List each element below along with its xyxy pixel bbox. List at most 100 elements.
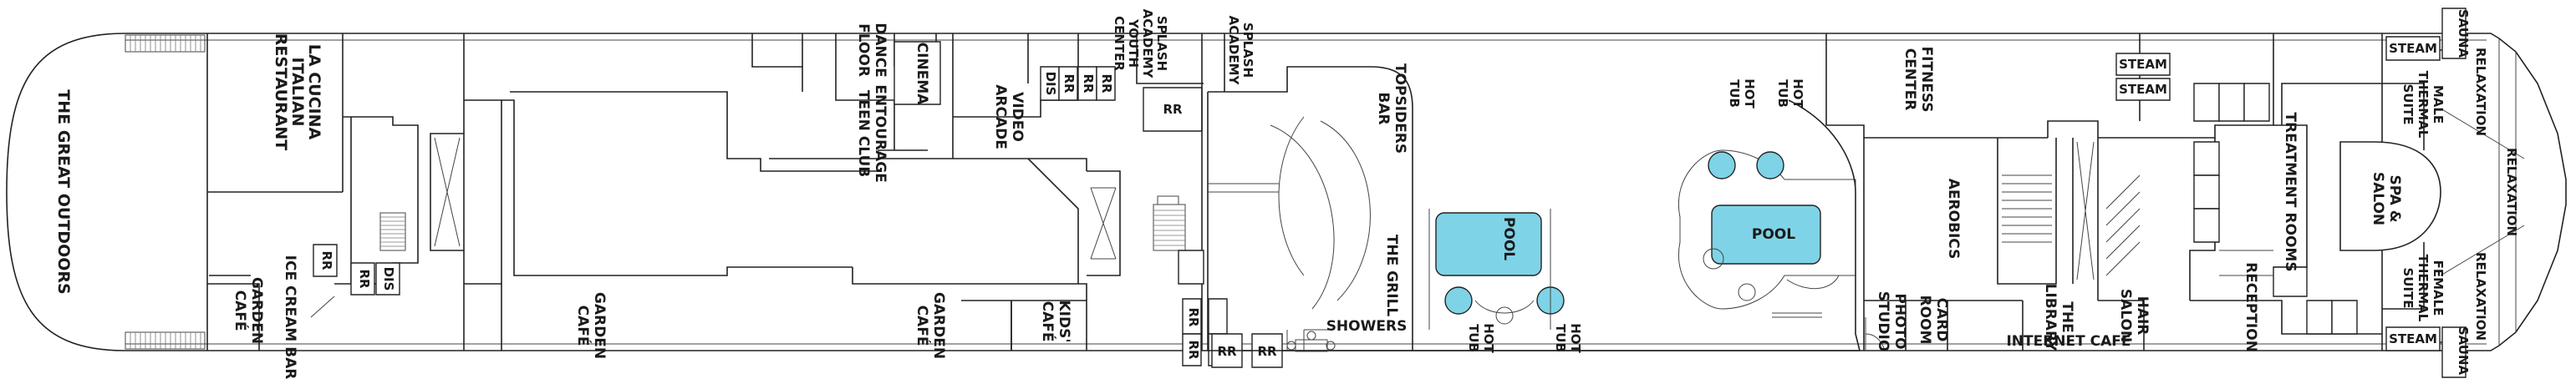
aft-stairs bbox=[380, 213, 405, 250]
label-rr-showers-2: RR bbox=[1257, 344, 1277, 359]
label-hot-tub-fwd-2b: TUB bbox=[1775, 79, 1790, 108]
label-entourage-1: ENTOURAGE bbox=[872, 84, 888, 183]
label-splash-academy-2: ACADEMY bbox=[1226, 16, 1241, 86]
label-kids-cafe-1: KIDS' bbox=[1056, 300, 1072, 342]
label-hot-tub-aft-1a: HOT bbox=[1481, 323, 1496, 353]
label-library-1: THE bbox=[2059, 301, 2075, 332]
label-female-suite-3: SUITE bbox=[2400, 267, 2416, 308]
treatment-rooms bbox=[2194, 83, 2357, 334]
label-splash-academy-1: SPLASH bbox=[1240, 23, 1255, 78]
label-steam-4: STEAM bbox=[2389, 331, 2437, 346]
label-card-room-1: CARD bbox=[1933, 298, 1950, 342]
mid-stairs bbox=[1153, 196, 1204, 284]
label-rr-grill-1: RR bbox=[1186, 307, 1201, 327]
labels: THE GREAT OUTDOORS LA CUCINA ITALIAN RES… bbox=[54, 9, 2519, 380]
label-garden-cafe-mid-1: GARDEN bbox=[591, 292, 608, 359]
label-card-room-2: ROOM bbox=[1917, 296, 1933, 345]
label-rr-icecream: RR bbox=[319, 250, 334, 270]
label-hot-tub-aft-2a: HOT bbox=[1568, 323, 1583, 353]
label-steam-1: STEAM bbox=[2119, 57, 2167, 72]
label-male-suite-1: MALE bbox=[2431, 85, 2446, 124]
label-rr-garden-1: RR bbox=[357, 269, 372, 289]
label-topsiders-2: BAR bbox=[1375, 92, 1392, 124]
label-garden-cafe-right-1: GARDEN bbox=[930, 292, 947, 359]
label-splash-youth-1: SPLASH bbox=[1154, 16, 1169, 71]
label-hot-tub-fwd-1a: HOT bbox=[1742, 78, 1757, 109]
aft-pool bbox=[1429, 209, 1564, 330]
label-the-grill: THE GRILL bbox=[1383, 235, 1400, 317]
label-photo-studio-1: PHOTO bbox=[1891, 293, 1908, 349]
youth-area-walls bbox=[802, 33, 1224, 351]
label-rr-youth-4: RR bbox=[1163, 102, 1183, 117]
label-hot-tub-fwd-2a: HOT bbox=[1790, 78, 1805, 109]
label-dis-garden: DIS bbox=[381, 267, 396, 291]
label-hot-tub-aft-1b: TUB bbox=[1466, 324, 1481, 352]
label-male-suite-2: THERMAL bbox=[2416, 71, 2431, 139]
label-pool-fwd: POOL bbox=[1752, 226, 1795, 243]
aft-restrooms bbox=[313, 245, 400, 295]
mid-restrooms bbox=[1183, 299, 1282, 367]
label-treatment-rooms: TREATMENT ROOMS bbox=[2282, 112, 2299, 271]
label-dis-youth: DIS bbox=[1043, 72, 1058, 96]
label-photo-studio-2: STUDIO bbox=[1875, 291, 1891, 352]
label-fitness-2: CENTER bbox=[1901, 48, 1918, 111]
label-female-suite-2: THERMAL bbox=[2416, 255, 2431, 322]
label-internet-cafe: INTERNET CAFÉ bbox=[2006, 331, 2131, 350]
label-great-outdoors: THE GREAT OUTDOORS bbox=[54, 89, 73, 294]
label-rr-youth-2: RR bbox=[1081, 73, 1096, 93]
label-splash-youth-4: CENTER bbox=[1112, 16, 1127, 71]
label-reception: RECEPTION bbox=[2243, 262, 2259, 352]
label-rr-youth-1: RR bbox=[1061, 73, 1077, 93]
label-splash-youth-3: YOUTH bbox=[1126, 18, 1141, 68]
label-video-arcade-2: ARCADE bbox=[992, 84, 1009, 149]
label-steam-2: STEAM bbox=[2119, 82, 2167, 97]
label-pool-aft: POOL bbox=[1500, 217, 1517, 260]
label-rr-showers-1: RR bbox=[1217, 344, 1237, 359]
label-sauna-top: SAUNA bbox=[2456, 9, 2471, 58]
label-steam-3: STEAM bbox=[2389, 41, 2437, 56]
label-aerobics: AEROBICS bbox=[1945, 179, 1962, 260]
label-relaxation-bot: RELAXATION bbox=[2473, 252, 2488, 341]
label-hot-tub-fwd-1b: TUB bbox=[1727, 79, 1742, 108]
label-topsiders-1: TOPSIDERS bbox=[1392, 63, 1408, 154]
label-rr-grill-2: RR bbox=[1186, 340, 1201, 360]
photo-studio-detail bbox=[1866, 317, 1885, 351]
label-dance-floor-1: DANCE bbox=[872, 23, 888, 78]
label-library-2: LIBRARY bbox=[2042, 284, 2059, 352]
showers-fixture bbox=[1287, 331, 1335, 351]
label-ice-cream-bar: ICE CREAM BAR bbox=[282, 255, 298, 380]
label-hair-salon-1: HAIR bbox=[2134, 296, 2151, 336]
steam-sauna-rooms bbox=[2116, 8, 2466, 377]
label-spa-salon-1: SPA & bbox=[2386, 174, 2403, 222]
label-garden-cafe-right-2: CAFÉ bbox=[914, 306, 932, 346]
label-hot-tub-aft-2b: TUB bbox=[1553, 324, 1568, 352]
label-hair-salon-2: SALON bbox=[2117, 289, 2134, 342]
label-relaxation-top: RELAXATION bbox=[2473, 48, 2488, 136]
pool-deck bbox=[1208, 67, 1860, 351]
label-fitness-1: FITNESS bbox=[1918, 46, 1935, 112]
label-garden-cafe-left-2: CAFÉ bbox=[232, 291, 250, 331]
label-video-arcade-1: VIDEO bbox=[1009, 92, 1026, 142]
label-male-suite-3: SUITE bbox=[2400, 83, 2416, 124]
label-relaxation-mid: RELAXATION bbox=[2504, 148, 2519, 236]
label-female-suite-1: FEMALE bbox=[2431, 260, 2446, 316]
label-cinema: CINEMA bbox=[914, 43, 930, 106]
label-la-cucina-3: RESTAURANT bbox=[272, 33, 290, 151]
label-rr-youth-3: RR bbox=[1099, 73, 1114, 93]
label-la-cucina-1: LA CUCINA bbox=[305, 44, 323, 140]
label-spa-salon-2: SALON bbox=[2370, 172, 2386, 225]
garden-cafe-walls bbox=[464, 33, 1120, 351]
fwd-pool bbox=[1678, 100, 1860, 351]
label-entourage-2: TEEN CLUB bbox=[855, 90, 872, 177]
label-garden-cafe-left-1: GARDEN bbox=[248, 277, 265, 344]
stern-deck-railing bbox=[125, 35, 205, 349]
label-sauna-bot: SAUNA bbox=[2456, 326, 2471, 376]
label-garden-cafe-mid-2: CAFÉ bbox=[574, 306, 593, 346]
label-showers: SHOWERS bbox=[1326, 318, 1408, 335]
label-la-cucina-2: ITALIAN bbox=[288, 57, 307, 126]
ship-hull bbox=[7, 33, 2566, 351]
label-dance-floor-2: FLOOR bbox=[855, 23, 872, 77]
label-splash-youth-2: ACADEMY bbox=[1140, 9, 1155, 79]
label-kids-cafe-2: CAFÉ bbox=[1039, 301, 1057, 342]
